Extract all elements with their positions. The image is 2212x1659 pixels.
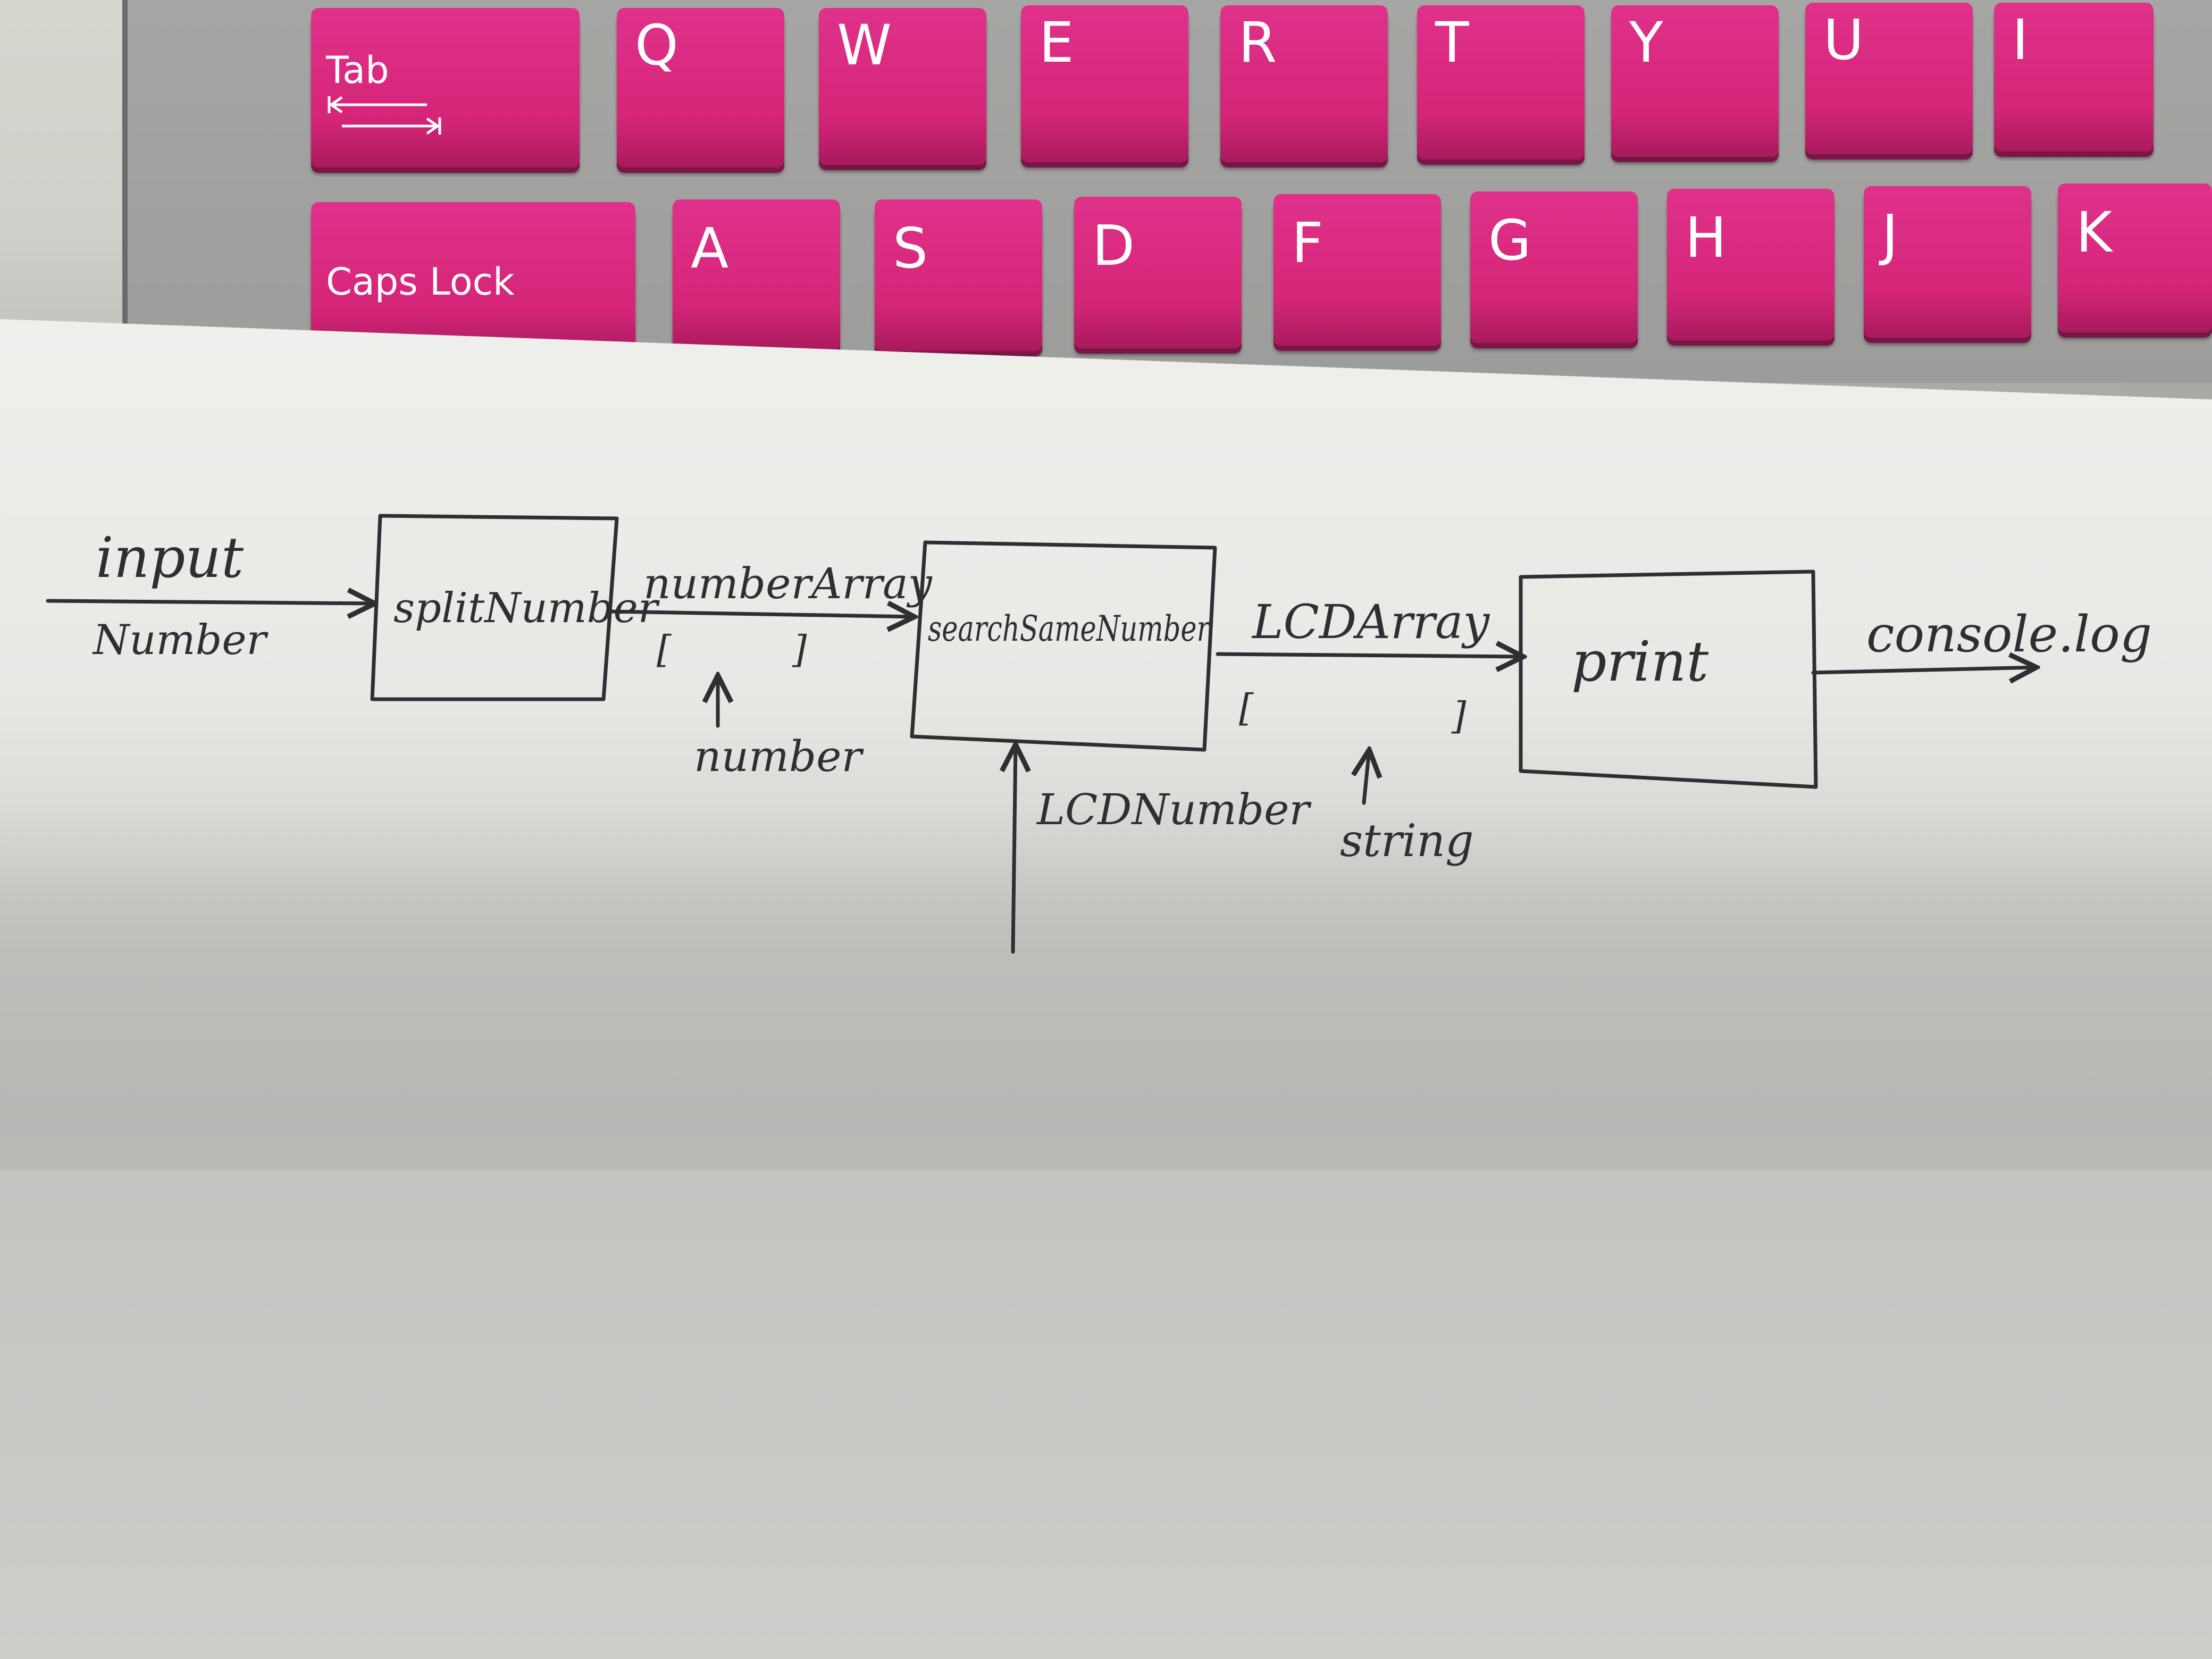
key-y: Y [1611, 5, 1779, 157]
number-array-close-bracket: ] [792, 627, 807, 671]
key-j-label: J [1882, 203, 1898, 267]
paper-shadow [0, 798, 2212, 1170]
number-array-open-bracket: [ [657, 627, 672, 671]
key-u: U [1805, 3, 1973, 154]
search-same-number-box [910, 540, 1217, 752]
key-e-label: E [1039, 10, 1074, 75]
output-label: console.log [1866, 606, 2152, 664]
key-s-label: S [893, 216, 928, 281]
tab-arrows-icon [328, 96, 441, 135]
laptop-keyboard: Tab Q W E R T Y [0, 0, 2212, 383]
lcd-array-arrow [1216, 654, 1523, 657]
key-caps-lock: Caps Lock [311, 202, 635, 356]
split-number-label: splitNumber [393, 584, 660, 632]
number-array-label: numberArray [643, 559, 933, 608]
key-t: T [1417, 5, 1585, 160]
key-k: K [2058, 183, 2212, 332]
lcd-array-label: LCDArray [1251, 594, 1490, 649]
key-q: Q [617, 8, 784, 167]
key-w-label: W [837, 13, 892, 78]
paper-sheet [0, 319, 2212, 1659]
lcd-number-label: LCDNumber [1036, 785, 1312, 834]
key-q-label: Q [635, 13, 678, 78]
key-i-label: I [2012, 7, 2029, 72]
input-arrow [46, 601, 375, 604]
lcd-array-close-bracket: ] [1451, 694, 1467, 738]
key-j: J [1864, 186, 2031, 338]
key-h: H [1667, 189, 1834, 340]
key-s: S [875, 199, 1042, 351]
desk-surface [0, 0, 128, 383]
key-w: W [819, 8, 986, 165]
key-a: A [673, 199, 840, 351]
print-box [1519, 569, 1818, 789]
key-t-label: T [1435, 10, 1469, 75]
key-g-label: G [1488, 208, 1531, 273]
key-e: E [1021, 5, 1188, 162]
key-tab-label: Tab [326, 48, 389, 92]
key-d-label: D [1092, 213, 1135, 278]
key-caps-label: Caps Lock [326, 260, 515, 304]
lcd-number-arrow [1013, 744, 1016, 954]
print-label: print [1571, 629, 1709, 694]
key-r-label: R [1238, 10, 1277, 75]
key-tab: Tab [311, 8, 580, 167]
string-pointer-arrow [1364, 750, 1369, 805]
key-a-label: A [691, 216, 729, 281]
key-i: I [1994, 3, 2154, 152]
input-label: input [96, 525, 244, 590]
number-array-arrow [609, 611, 915, 617]
key-f: F [1273, 194, 1441, 346]
search-same-number-label: searchSameNumber [928, 608, 1211, 649]
split-number-box [370, 514, 619, 701]
key-h-label: H [1685, 205, 1727, 270]
key-r: R [1220, 5, 1388, 162]
string-item-label: string [1340, 815, 1474, 867]
input-type-label: Number [92, 616, 269, 664]
key-g: G [1470, 191, 1638, 343]
key-d: D [1074, 197, 1242, 348]
key-u-label: U [1823, 7, 1864, 72]
key-k-label: K [2076, 200, 2113, 265]
key-f-label: F [1292, 211, 1323, 275]
output-arrow [1811, 667, 2037, 673]
key-y-label: Y [1629, 10, 1663, 75]
number-item-label: number [694, 732, 864, 781]
lcd-array-open-bracket: [ [1239, 686, 1254, 730]
